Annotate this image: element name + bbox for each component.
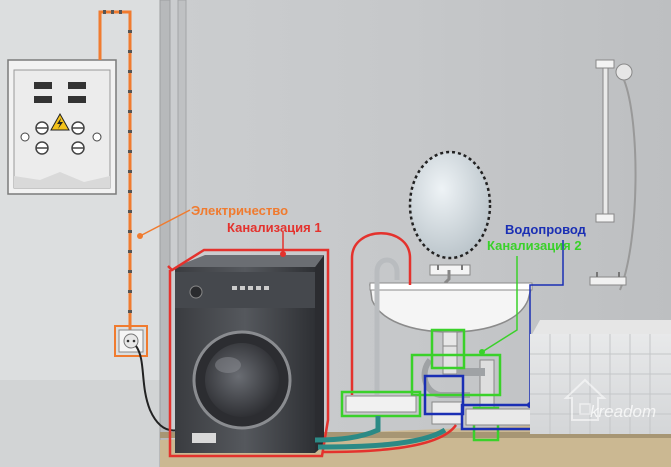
sewer-2-pointer-dot bbox=[479, 349, 485, 355]
water-valves bbox=[465, 408, 535, 426]
electricity-pointer-dot bbox=[137, 233, 143, 239]
sewer-2-pointer-line bbox=[481, 256, 518, 353]
sewer-1-floor-outline bbox=[321, 424, 458, 454]
riser-pipe-left bbox=[159, 0, 171, 467]
electric-panel-icon bbox=[7, 59, 117, 195]
riser-pipe-right bbox=[177, 0, 187, 467]
faucet-icon bbox=[429, 264, 471, 285]
power-socket-icon bbox=[114, 325, 148, 357]
sewer-1-outline bbox=[167, 248, 330, 458]
manifold bbox=[345, 395, 417, 413]
floor-hose-2 bbox=[317, 427, 447, 450]
sewer-2-manifold-box bbox=[340, 390, 422, 418]
sink-icon bbox=[369, 282, 533, 347]
electricity-cable bbox=[98, 10, 132, 340]
cable-clips bbox=[103, 10, 132, 313]
washing-machine-icon bbox=[175, 255, 324, 453]
power-cord bbox=[135, 345, 179, 432]
sewer-2-sink-drain-box bbox=[430, 328, 466, 370]
electricity-pointer-line bbox=[139, 209, 191, 237]
shower-head-icon bbox=[589, 59, 637, 291]
water-supply-box bbox=[423, 374, 465, 416]
warning-triangle-icon bbox=[50, 112, 70, 131]
label-electricity: Электричество bbox=[191, 203, 289, 218]
floor-hose-1 bbox=[314, 416, 381, 443]
label-sewer-2: Канализация 2 bbox=[487, 238, 582, 253]
sewer-1-hose-outline bbox=[350, 232, 412, 395]
washer-drain-hose bbox=[374, 257, 400, 395]
sewer-1-pointer-dot bbox=[280, 251, 286, 257]
house-logo-icon bbox=[563, 378, 607, 421]
bathtub-icon bbox=[530, 320, 671, 434]
label-water-supply: Водопровод bbox=[505, 222, 586, 237]
baseboard bbox=[160, 432, 671, 438]
label-sewer-1: Канализация 1 bbox=[227, 220, 322, 235]
mirror-icon bbox=[408, 150, 492, 260]
sewer-2-siphon-outline bbox=[410, 353, 502, 397]
watermark-text: kreadom bbox=[590, 402, 657, 421]
wall-lower-strip bbox=[0, 380, 160, 467]
